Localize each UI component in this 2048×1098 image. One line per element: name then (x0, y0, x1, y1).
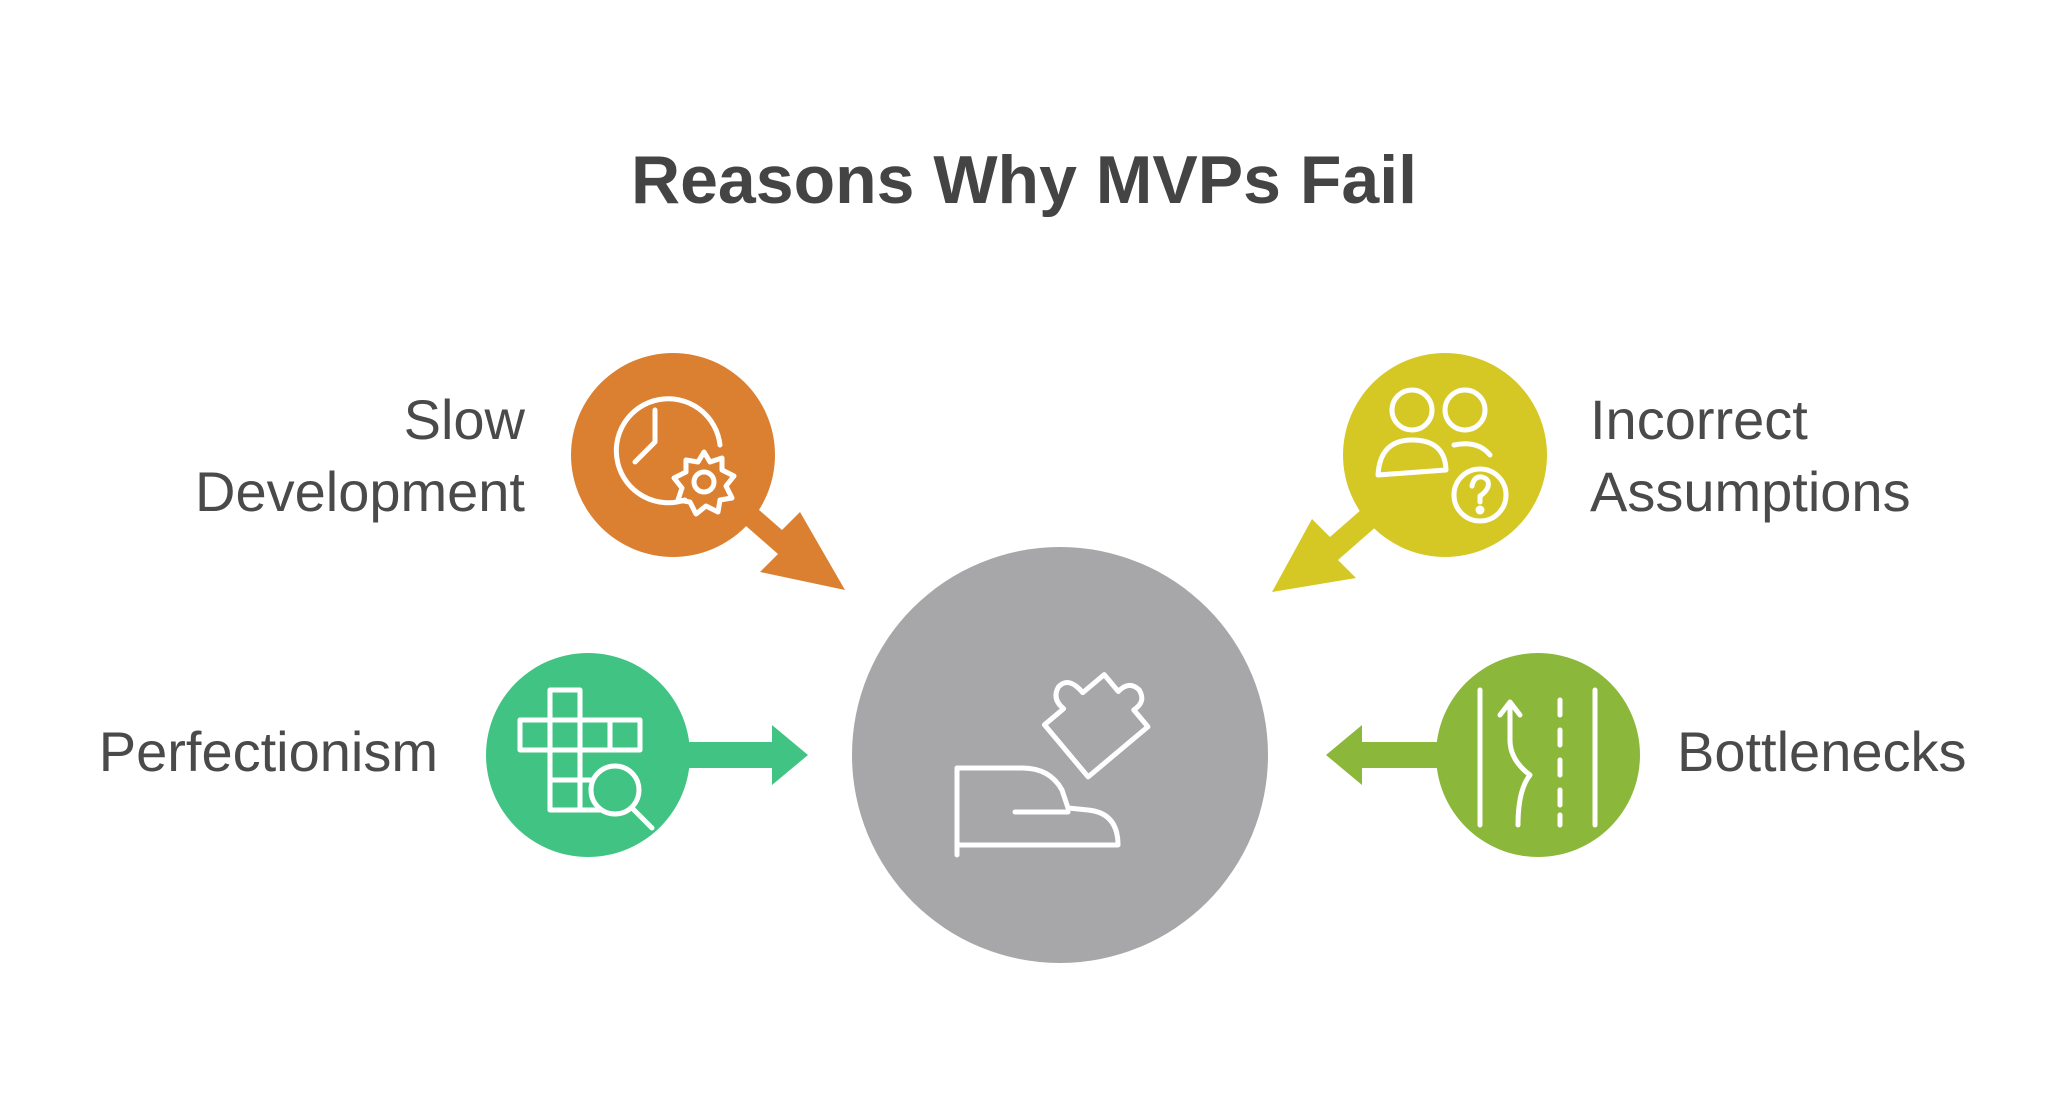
node-bottlenecks (1326, 653, 1640, 857)
node-incorrect-assumptions (1272, 353, 1547, 592)
center-circle (852, 547, 1268, 963)
label-line: Assumptions (1590, 460, 1911, 523)
circle-bottlenecks (1436, 653, 1640, 857)
center-node (852, 547, 1268, 963)
node-slow-development (571, 353, 845, 590)
arrow-perfectionism (680, 725, 808, 785)
crossword-search-icon (517, 687, 655, 831)
clock-gear-icon (613, 396, 737, 517)
arrow-bottlenecks (1326, 725, 1448, 785)
people-question-icon (1375, 387, 1509, 524)
circle-perfectionism (486, 653, 690, 857)
label-line: Bottlenecks (1677, 720, 1967, 783)
merging-road-icon (1477, 687, 1598, 828)
label-incorrect-assumptions: Incorrect Assumptions (1590, 384, 1911, 528)
arrow-incorrect (1272, 502, 1378, 592)
node-perfectionism (486, 653, 808, 857)
circle-slow (571, 353, 775, 557)
label-perfectionism: Perfectionism (99, 716, 438, 788)
label-line: Slow (403, 388, 525, 451)
label-line: Development (195, 460, 525, 523)
label-line: Incorrect (1590, 388, 1808, 451)
label-slow-development: Slow Development (195, 384, 525, 528)
label-line: Perfectionism (98, 720, 438, 783)
page-title: Reasons Why MVPs Fail (631, 142, 1417, 218)
arrow-slow (738, 495, 845, 590)
shoe-puzzle-icon (954, 672, 1151, 858)
label-bottlenecks: Bottlenecks (1677, 716, 1967, 788)
